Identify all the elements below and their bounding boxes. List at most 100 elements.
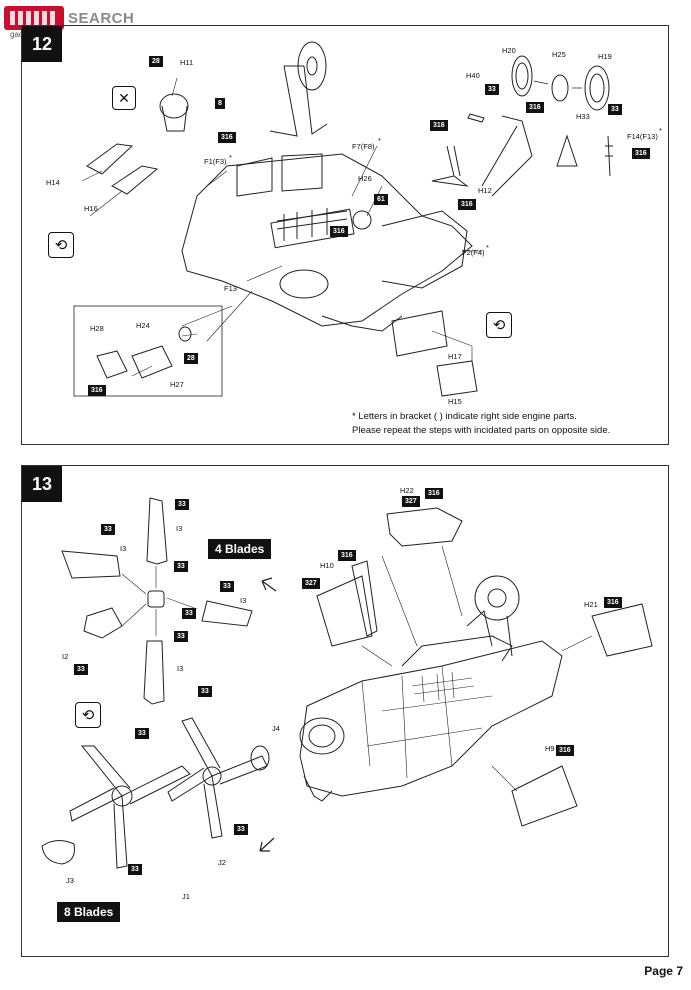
label-h21: H21 — [584, 600, 598, 609]
label-i3-bottom: I3 — [177, 664, 184, 673]
label-h40: H40 — [466, 71, 480, 80]
blade-top — [146, 497, 168, 565]
label-j4: J4 — [272, 724, 280, 733]
label-h24: H24 — [136, 321, 150, 330]
cockpit-frame — [236, 153, 323, 197]
blades-8-front — [69, 745, 191, 869]
door-h17 — [391, 310, 448, 357]
badge-33: 33 — [74, 664, 88, 675]
badge-316: 316 — [338, 550, 356, 561]
floor-lines — [276, 208, 348, 241]
badge-33: 33 — [182, 608, 196, 619]
disc-h26 — [352, 210, 372, 230]
badge-8: 8 — [215, 98, 225, 109]
inset-part-h28 — [96, 350, 128, 379]
label-h19: H19 — [598, 52, 612, 61]
badge-33: 33 — [220, 581, 234, 592]
badge-316: 316 — [632, 148, 650, 159]
intake-front — [299, 717, 345, 755]
badge-327: 327 — [402, 496, 420, 507]
star-3: * — [486, 243, 489, 252]
badge-316: 316 — [604, 597, 622, 608]
door-h16 — [111, 165, 159, 195]
label-j2: J2 — [218, 858, 226, 867]
label-f7: F7(F8) — [352, 142, 375, 151]
badge-316: 316 — [458, 199, 476, 210]
badge-33: 33 — [174, 561, 188, 572]
badge-33: 33 — [234, 824, 248, 835]
label-f1: F1(F3) — [204, 157, 227, 166]
part-h10 — [316, 575, 373, 647]
arrow-upper — [261, 577, 277, 592]
badge-316: 316 — [556, 745, 574, 756]
part-h10-panel — [351, 560, 378, 637]
label-h22: H22 — [400, 486, 414, 495]
rotate-icon-right: ⟲ — [486, 312, 512, 338]
label-8-blades: 8 Blades — [57, 902, 121, 922]
intake-inner — [308, 724, 336, 748]
label-h10: H10 — [320, 561, 334, 570]
arrows-rings — [533, 80, 582, 89]
cap-h11-shell — [161, 105, 188, 132]
badge-33: 33 — [198, 686, 212, 697]
label-h27: H27 — [170, 380, 184, 389]
label-f14: F14(F13) — [627, 132, 658, 141]
step-number: 13 — [22, 466, 62, 502]
canopy-frame — [401, 635, 513, 667]
wheel-strut — [466, 610, 513, 657]
rear-fairing — [321, 315, 403, 332]
rotate-icon-left: ⟲ — [48, 232, 74, 258]
hub-8-rear — [202, 766, 222, 786]
label-f2: F2(F4) — [462, 248, 485, 257]
ring-h20-inner — [515, 62, 529, 90]
step-13-panel: 13 4 — [21, 465, 669, 957]
label-i2: I2 — [62, 652, 69, 661]
badge-327: 327 — [302, 578, 320, 589]
label-h12: H12 — [478, 186, 492, 195]
label-i3-right: I3 — [240, 596, 247, 605]
engine-nacelle — [381, 210, 468, 289]
label-j1: J1 — [182, 892, 190, 901]
label-4-blades: 4 Blades — [208, 539, 272, 559]
label-f13: F13 — [224, 284, 237, 293]
label-h26: H26 — [358, 174, 372, 183]
ring-h19 — [584, 65, 610, 111]
fuselage-panels — [361, 665, 493, 779]
label-h17: H17 — [448, 352, 462, 361]
label-h9: H9 — [545, 744, 555, 753]
fuselage-wheel-hub — [487, 588, 507, 608]
step-12-drawing — [73, 41, 613, 397]
brace-h33 — [556, 134, 578, 167]
ring-h19-inner — [589, 73, 605, 103]
label-h11: H11 — [180, 58, 194, 67]
spinner-j3 — [41, 840, 75, 865]
star-2: * — [378, 136, 381, 145]
cockpit-grid — [411, 671, 475, 703]
note: * Letters in bracket ( ) indicate right … — [352, 410, 610, 438]
spinner-i2 — [83, 607, 123, 639]
inset-pointers — [181, 290, 253, 342]
label-j3: J3 — [66, 876, 74, 885]
badge-316: 316 — [330, 226, 348, 237]
wheel-hub — [306, 56, 318, 76]
inset-ring — [178, 326, 192, 342]
label-h16: H16 — [84, 204, 98, 213]
hub-4 — [147, 590, 165, 608]
label-h28: H28 — [90, 324, 104, 333]
blade-left — [61, 550, 121, 579]
badge-33: 33 — [128, 864, 142, 875]
no-glue-icon: ✕ — [112, 86, 136, 110]
note-line-2: Please repeat the steps with incidated p… — [352, 425, 611, 436]
page-number: Page 7 — [644, 964, 683, 978]
badge-33: 33 — [174, 631, 188, 642]
hub-leaders — [121, 566, 198, 636]
badge-33: 33 — [135, 728, 149, 739]
step-number: 12 — [22, 26, 62, 62]
badge-33: 33 — [101, 524, 115, 535]
pin-h40 — [467, 113, 485, 123]
badge-316: 316 — [430, 120, 448, 131]
ring-h20 — [511, 55, 533, 97]
cap-h11 — [159, 93, 189, 119]
door-h15 — [436, 360, 478, 397]
arrow-lower — [259, 837, 275, 852]
